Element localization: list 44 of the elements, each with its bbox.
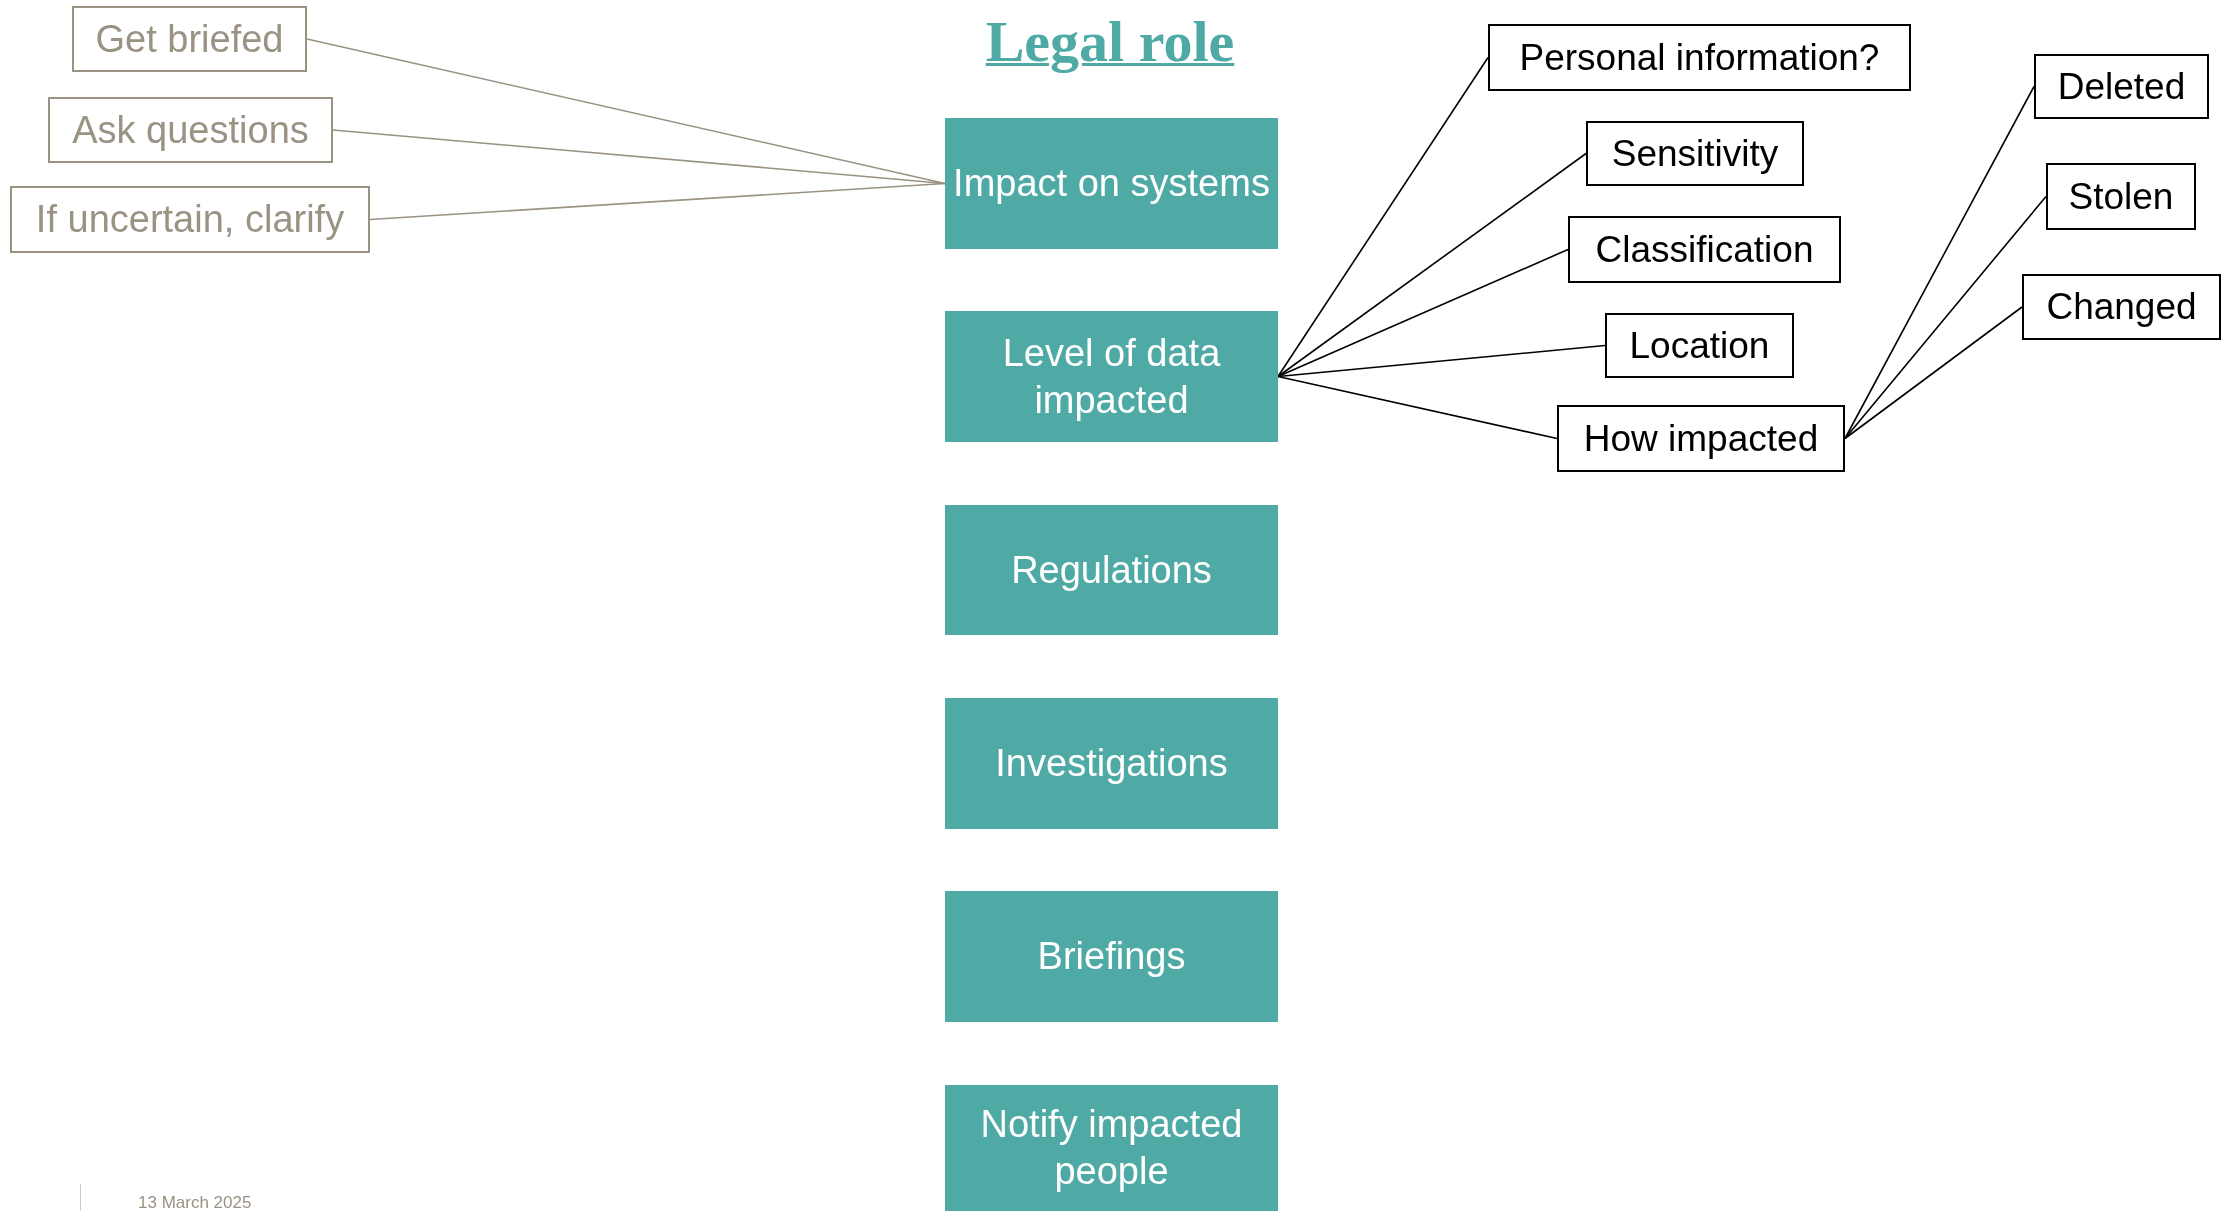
note-box (48, 97, 333, 163)
topic-box (945, 698, 1278, 829)
detail-box (2046, 163, 2196, 230)
connector-line (1277, 152, 1587, 378)
box-text: Location (1628, 324, 1771, 367)
topic-box (945, 118, 1278, 249)
connector-line (306, 38, 946, 185)
box-text: Notify impacted people (979, 1102, 1244, 1194)
date-text: 13 March 2025 (138, 1193, 252, 1211)
detail-box (2034, 54, 2209, 119)
box-text: Level of data impacted (1001, 330, 1222, 423)
box-text: Regulations (1010, 547, 1213, 593)
note-box (72, 6, 307, 72)
box-text: How impacted (1582, 417, 1820, 460)
detail-box (1488, 24, 1911, 91)
topic-box (945, 311, 1278, 442)
detail-box (1557, 405, 1845, 472)
title: Legal role (984, 8, 1236, 75)
connector-line (1277, 344, 1606, 378)
box-text: Stolen (2067, 175, 2175, 218)
box-text: Classification (1594, 228, 1815, 271)
detail-box (1568, 216, 1841, 283)
topic-box (945, 505, 1278, 635)
box-text: Briefings (1036, 934, 1187, 979)
connector-line (1277, 248, 1569, 378)
connector-line (369, 182, 946, 221)
box-text: Get briefed (94, 17, 285, 61)
box-text: If uncertain, clarify (34, 198, 346, 241)
box-text: Personal information? (1518, 36, 1881, 79)
topic-box (945, 1085, 1278, 1211)
box-text: Ask questions (71, 108, 310, 152)
detail-box (1586, 121, 1804, 186)
box-text: Investigations (994, 741, 1229, 786)
box-text: Impact on systems (952, 161, 1271, 206)
box-text: Deleted (2056, 65, 2187, 108)
box-text: Sensitivity (1610, 132, 1780, 175)
connector-line (1277, 375, 1558, 440)
topic-box (945, 891, 1278, 1022)
connector-line (332, 129, 946, 185)
detail-box (1605, 313, 1794, 378)
detail-box (2022, 274, 2221, 340)
box-text: Changed (2045, 286, 2198, 328)
connector-line (1844, 306, 2023, 440)
note-box (10, 186, 370, 253)
